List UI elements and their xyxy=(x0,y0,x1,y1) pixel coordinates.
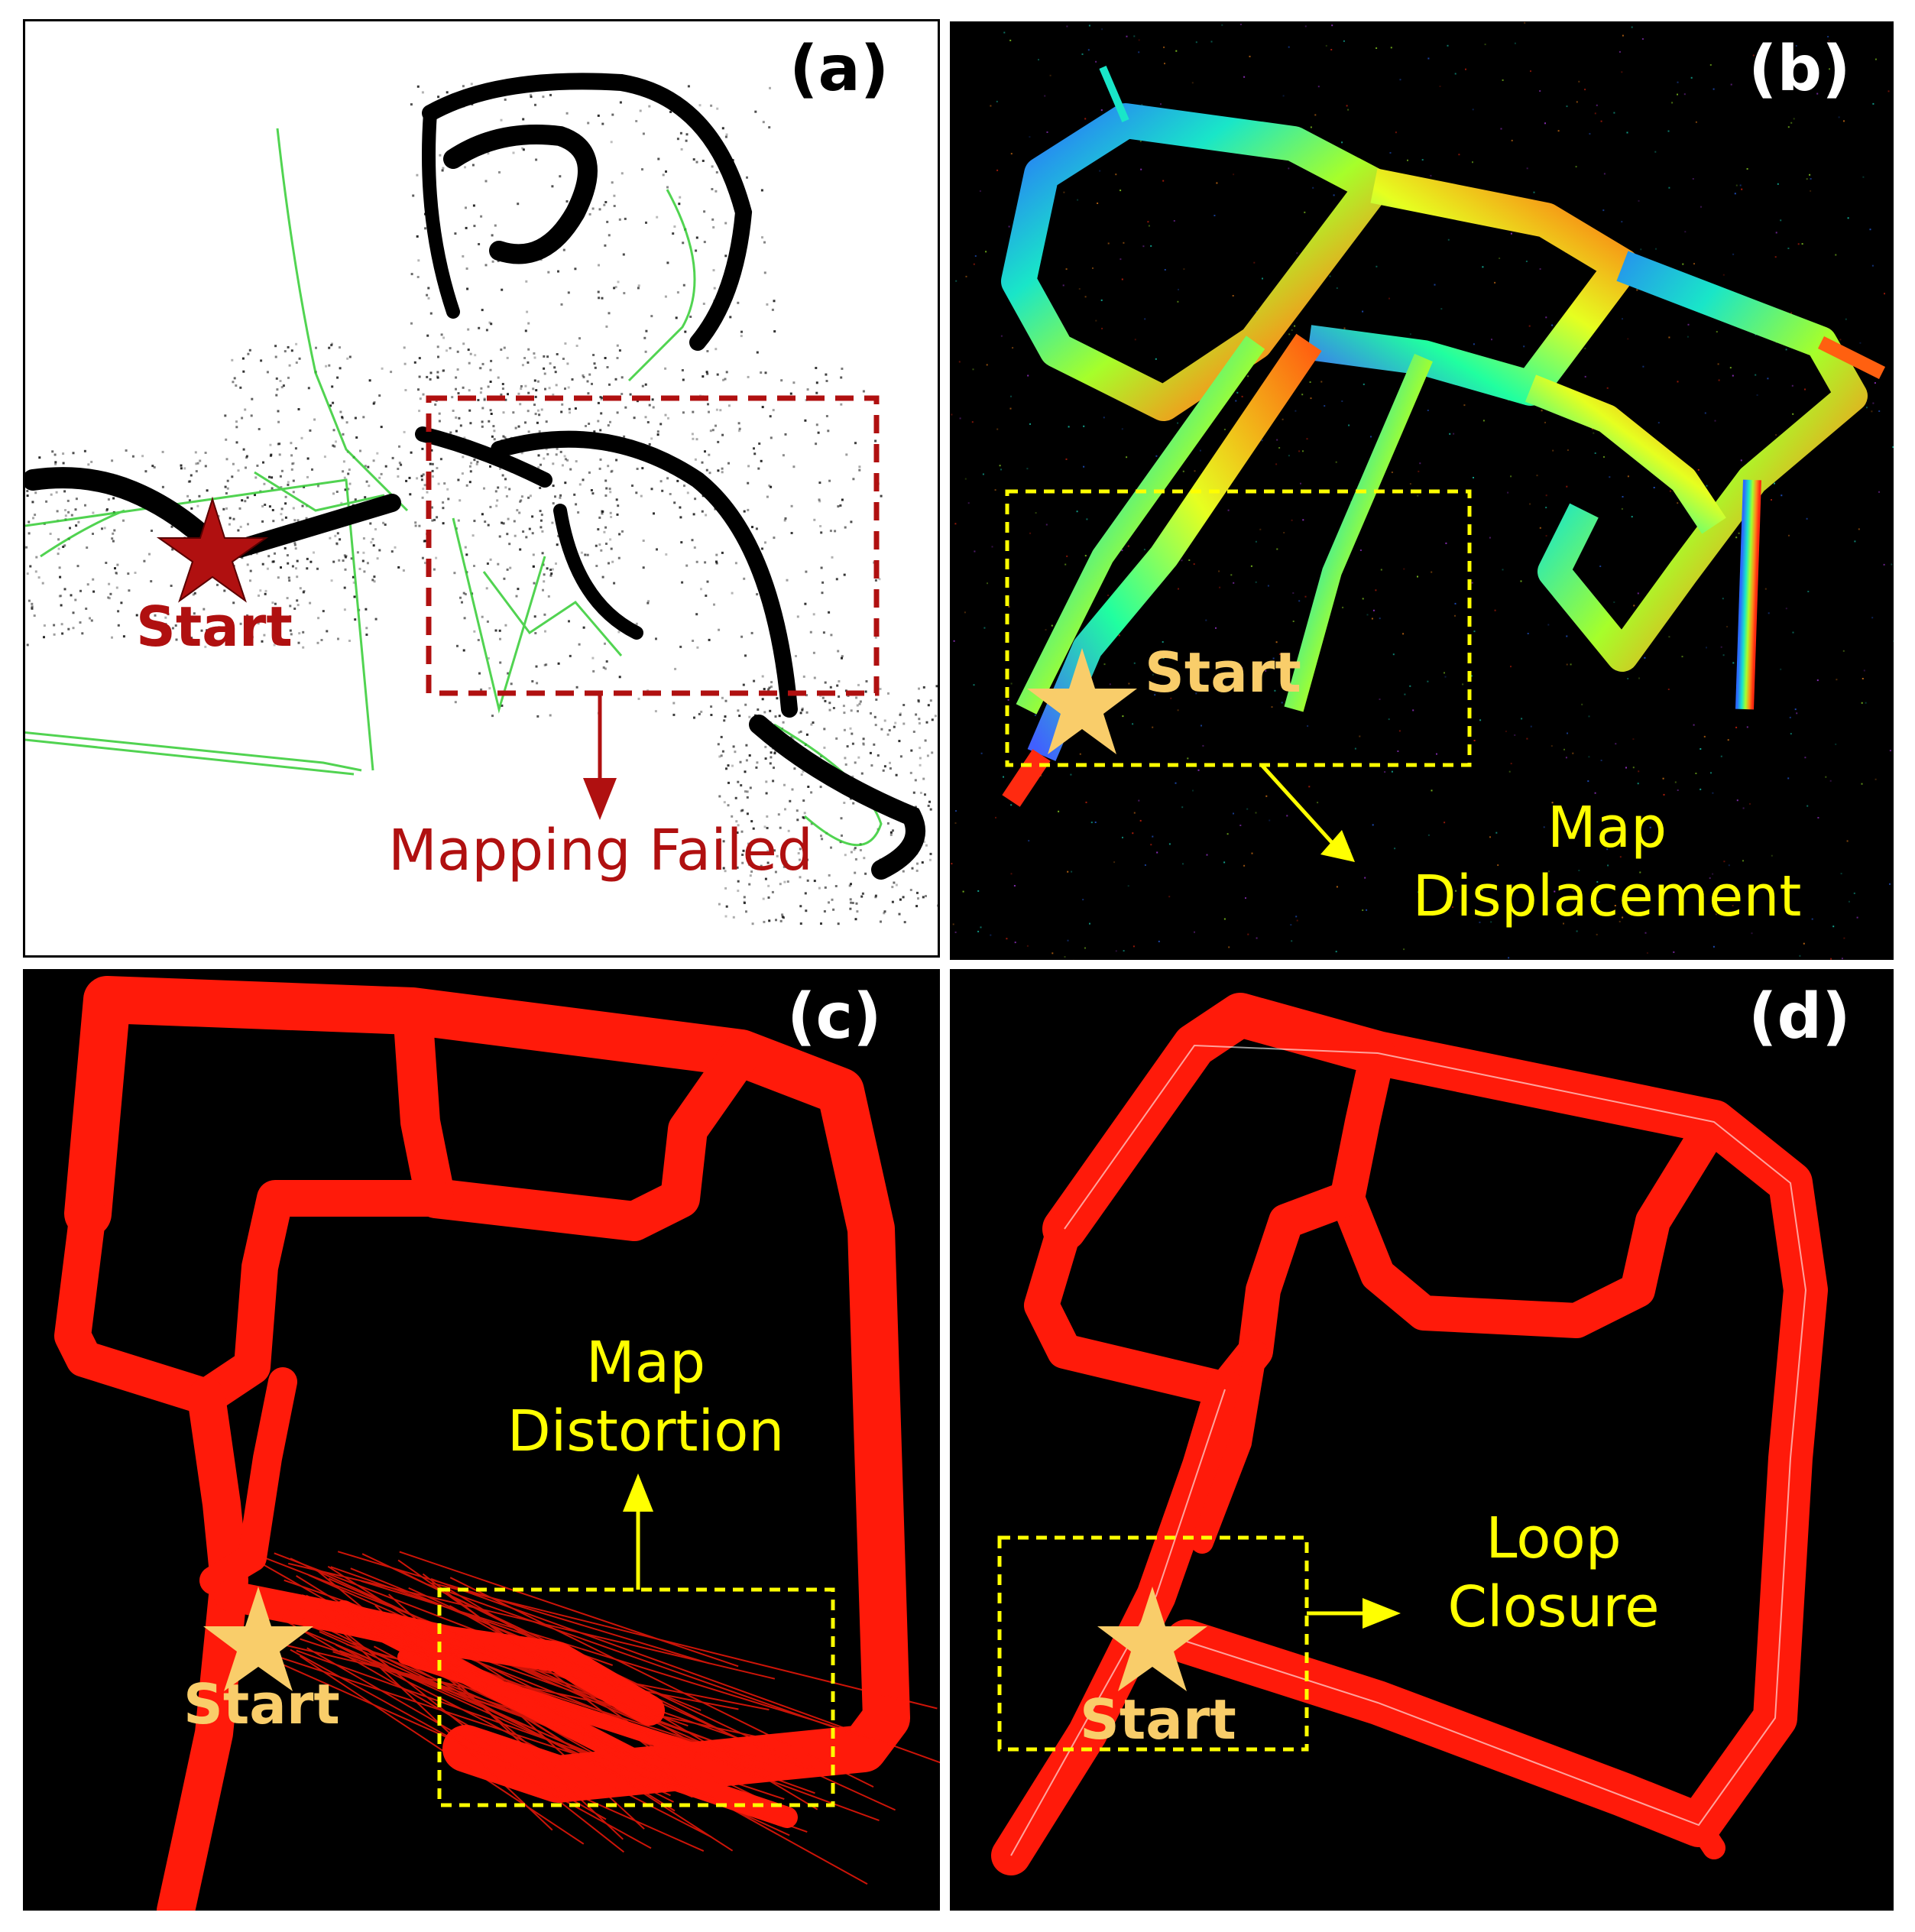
panel-a: (a) Start Mapping Failed xyxy=(23,19,940,958)
panel-b-map xyxy=(951,21,1894,960)
annotation-c-line1: Map xyxy=(585,1330,706,1396)
trajectory-d xyxy=(1010,1044,1807,1856)
colored-map-b xyxy=(1001,66,1886,807)
annotation-a: Mapping Failed xyxy=(388,818,813,883)
arrow-icon xyxy=(623,1473,653,1590)
arrow-icon xyxy=(583,693,617,820)
arrow-icon xyxy=(1260,763,1355,862)
arrow-icon xyxy=(1307,1598,1401,1629)
panel-label-c: (c) xyxy=(787,981,882,1053)
annotation-b-line1: Map xyxy=(1547,795,1667,861)
distortion-region-box xyxy=(437,1587,835,1807)
annotation-d: Loop Closure xyxy=(1424,1504,1683,1642)
annotation-d-line1: Loop xyxy=(1486,1506,1622,1571)
trajectory-a xyxy=(25,128,883,847)
panel-b: (b) Start Map Displacement xyxy=(950,21,1894,960)
panel-d: (d) Start Loop Closure xyxy=(950,969,1894,1911)
panel-label-d: (d) xyxy=(1748,981,1851,1053)
star-icon xyxy=(203,1587,313,1691)
star-icon xyxy=(156,496,269,603)
loop-closure-region-box xyxy=(997,1535,1309,1752)
star-icon xyxy=(1027,648,1137,754)
star-icon xyxy=(1097,1587,1207,1691)
dense-structure-a xyxy=(25,73,925,880)
panel-a-map xyxy=(25,73,938,925)
failure-region-box xyxy=(426,395,880,696)
annotation-b: Map Displacement xyxy=(1393,793,1821,931)
panel-label-a: (a) xyxy=(789,33,889,105)
start-label-d: Start xyxy=(1080,1687,1236,1752)
red-map-c xyxy=(54,976,910,1911)
annotation-c-line2: Distortion xyxy=(507,1399,785,1464)
panel-c: (c) Start Map Distortion xyxy=(23,969,940,1911)
start-label-b: Start xyxy=(1145,640,1301,705)
annotation-d-line2: Closure xyxy=(1447,1574,1660,1640)
panel-d-map xyxy=(991,993,1828,1875)
panel-label-b: (b) xyxy=(1748,33,1851,105)
annotation-c: Map Distortion xyxy=(478,1328,814,1466)
annotation-b-line2: Displacement xyxy=(1412,864,1802,929)
distortion-lines-c xyxy=(252,1551,940,1885)
panel-c-map xyxy=(54,976,940,1911)
start-label-a: Start xyxy=(136,595,293,659)
start-label-c: Start xyxy=(183,1672,340,1736)
